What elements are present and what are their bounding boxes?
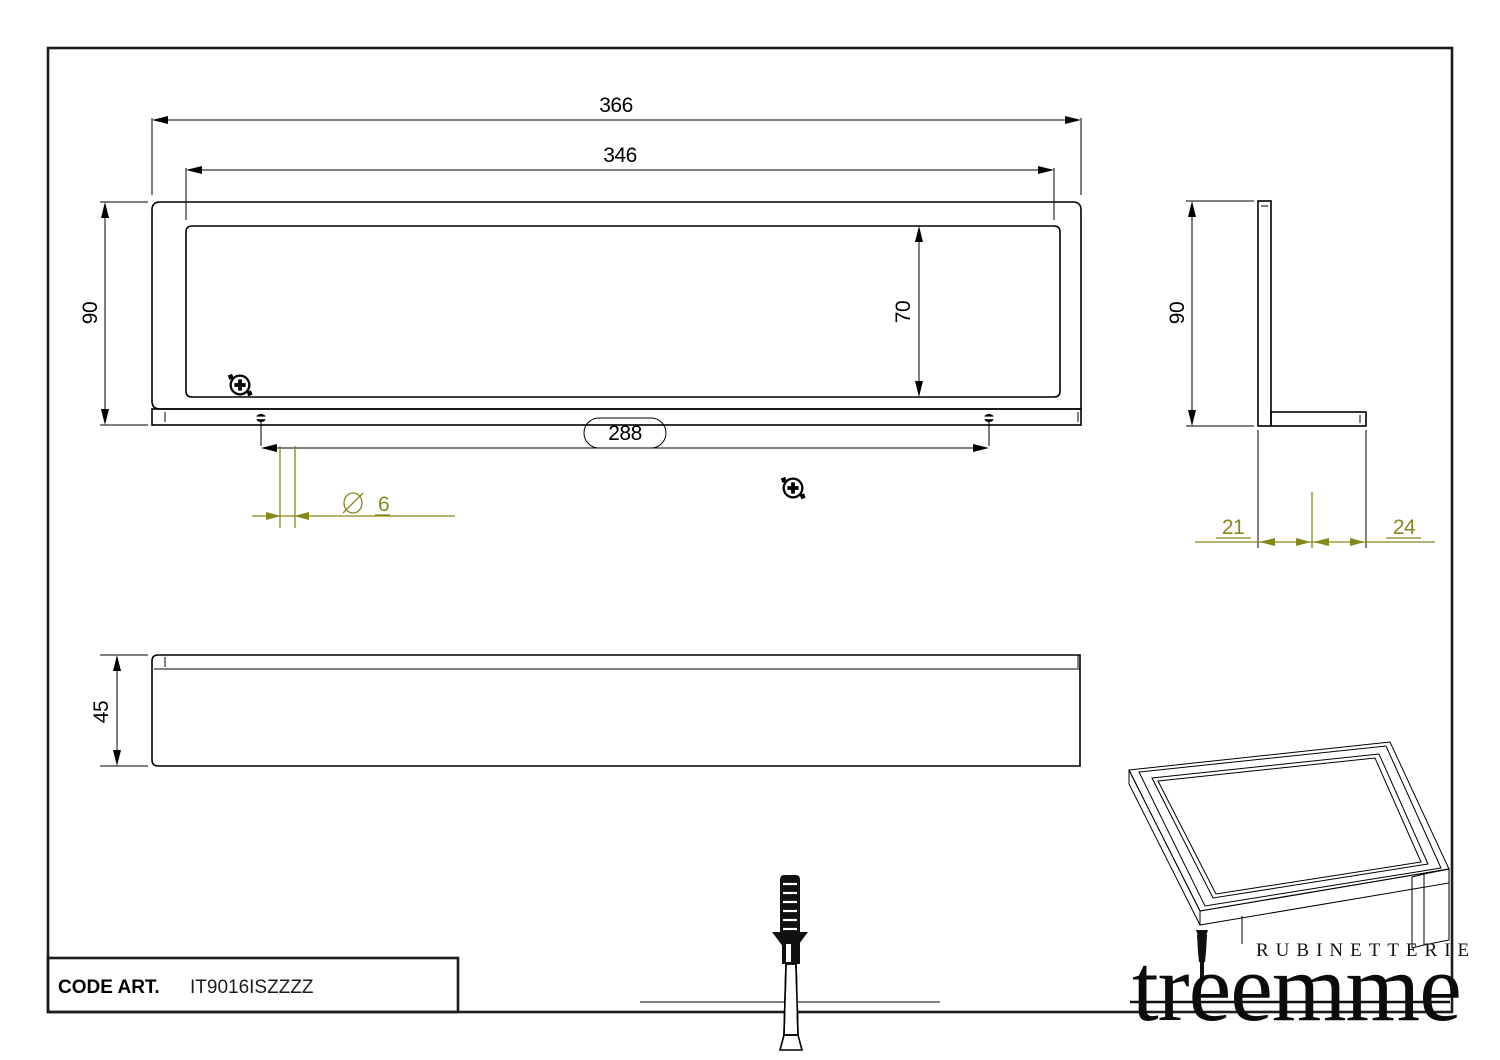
dim-label-front-90: 90 bbox=[79, 302, 102, 324]
screw-cross-symbol bbox=[227, 373, 253, 397]
dim-label-diameter-6: 6 bbox=[378, 493, 389, 516]
dim-label-346: 346 bbox=[603, 144, 637, 167]
dimension-recess-height-70: 70 bbox=[892, 226, 923, 397]
dim-label-24: 24 bbox=[1393, 516, 1416, 539]
diameter-symbol-icon bbox=[342, 492, 364, 514]
brand-subtitle: RUBINETTERIE bbox=[1256, 940, 1476, 961]
hole-marker bbox=[255, 414, 267, 422]
title-block: CODE ART. IT9016ISZZZZ bbox=[46, 956, 460, 1014]
wall-anchor-detail bbox=[640, 875, 940, 1051]
dimension-inner-width-346: 346 bbox=[185, 144, 1055, 220]
dimension-depths-21-24: 21 24 bbox=[1195, 430, 1435, 548]
dim-label-side-90: 90 bbox=[1166, 302, 1189, 324]
isometric-view bbox=[1128, 741, 1450, 949]
dimension-hole-diameter-6: 6 bbox=[252, 446, 455, 528]
side-view bbox=[1257, 200, 1367, 427]
hole-marker bbox=[983, 414, 995, 422]
article-code: IT9016ISZZZZ bbox=[190, 977, 314, 998]
dim-label-21: 21 bbox=[1222, 516, 1244, 539]
dimension-front-height-90: 90 bbox=[79, 201, 148, 426]
dimension-overall-width-366: 366 bbox=[151, 94, 1082, 195]
dim-label-70: 70 bbox=[892, 301, 915, 323]
screw-cross-symbol bbox=[780, 476, 806, 500]
front-view bbox=[151, 201, 1082, 426]
dim-label-45: 45 bbox=[90, 701, 113, 723]
brand-name: treemme bbox=[1132, 934, 1461, 1041]
dimension-side-height-90: 90 bbox=[1166, 200, 1254, 427]
dimension-hole-spacing-288: 288 bbox=[260, 417, 990, 452]
dim-label-366: 366 bbox=[599, 94, 633, 117]
faucet-icon bbox=[1196, 930, 1208, 982]
title-block-label: CODE ART. bbox=[58, 977, 160, 998]
dim-label-288: 288 bbox=[608, 422, 642, 445]
brand-logo: RUBINETTERIE treemme bbox=[1130, 930, 1476, 1041]
sheet-border bbox=[46, 46, 1454, 1014]
dimension-bottom-depth-45: 45 bbox=[90, 654, 148, 767]
bottom-view bbox=[151, 654, 1081, 767]
